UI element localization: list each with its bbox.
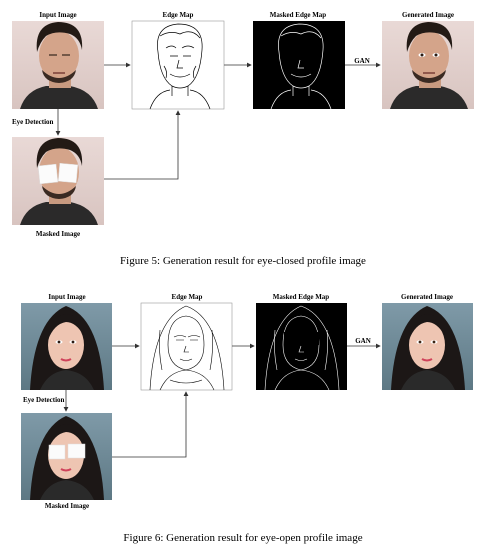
label-masked-edge-map: Masked Edge Map: [273, 293, 330, 301]
figure-5-caption: Figure 5: Generation result for eye-clos…: [120, 255, 366, 267]
label-edge-map: Edge Map: [163, 11, 194, 19]
generated-image-photo: [382, 21, 474, 109]
label-masked-image: Masked Image: [36, 230, 80, 238]
figure-6-caption: Figure 6: Generation result for eye-open…: [123, 532, 362, 544]
label-eye-detection: Eye Detection: [12, 118, 54, 126]
arrow-mask-to-edge: [104, 110, 181, 180]
label-masked-image: Masked Image: [45, 502, 89, 510]
label-gan: GAN: [354, 57, 370, 65]
label-eye-detection: Eye Detection: [23, 396, 65, 404]
label-generated-image: Generated Image: [402, 11, 454, 19]
label-generated-image: Generated Image: [401, 293, 453, 301]
input-image-photo: [21, 303, 112, 390]
masked-image-photo: [21, 413, 112, 500]
figure-6: Input Image Edge Map Masked Edge Map Gen…: [21, 293, 473, 544]
generated-image-photo: [382, 303, 473, 390]
edge-map-image: [131, 20, 225, 110]
masked-image-photo: [12, 137, 104, 225]
arrow-mask-to-edge: [112, 391, 189, 458]
masked-edge-map-image: [253, 21, 345, 110]
label-edge-map: Edge Map: [172, 293, 203, 301]
label-gan: GAN: [355, 337, 371, 345]
input-image-photo: [12, 21, 104, 109]
edge-map-image: [140, 302, 233, 391]
label-masked-edge-map: Masked Edge Map: [270, 11, 327, 19]
masked-edge-map-image: [256, 303, 347, 391]
figure-5: Input Image Edge Map Masked Edge Map Gen…: [12, 11, 474, 267]
label-input-image: Input Image: [39, 11, 76, 19]
label-input-image: Input Image: [48, 293, 85, 301]
